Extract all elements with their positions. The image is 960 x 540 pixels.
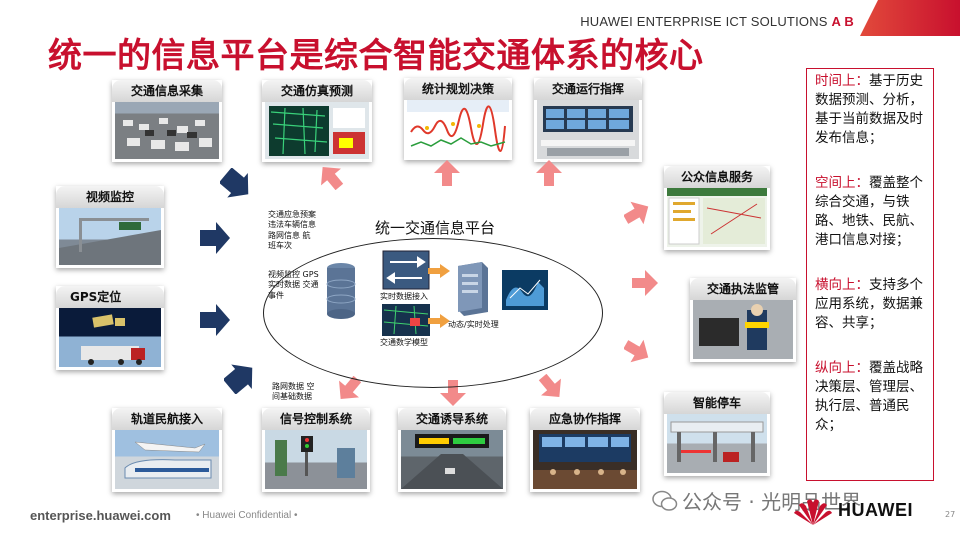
card-caption: 统计规划决策: [404, 78, 512, 100]
card-rail-aviation: 轨道民航接入: [112, 408, 222, 492]
traffic-model-icon: [382, 304, 430, 336]
card-law-enforcement: 交通执法监管: [690, 278, 796, 362]
map-visual-icon: [502, 270, 548, 310]
footer-confidential: • Huawei Confidential •: [196, 510, 298, 521]
traffic-light-image: [265, 430, 367, 489]
sidebar-item-space: 空间上：覆盖整个综合交通，与铁路、地铁、民航、港口信息对接；: [815, 175, 923, 248]
arrow-right-navy-icon: [220, 168, 249, 198]
command-center-image: [537, 100, 639, 159]
statistics-chart-image: [407, 100, 509, 157]
input-note-roadnet: 路网数据 空 间基础数据: [272, 382, 315, 402]
card-caption: 轨道民航接入: [112, 408, 222, 430]
arrow-pink-icon: [440, 380, 466, 406]
banner-text: HUAWEI ENTERPRISE ICT SOLUTIONS A B: [580, 14, 854, 29]
card-caption: 交通运行指挥: [534, 78, 642, 100]
orange-arrow-icon: [428, 264, 450, 278]
card-caption: 交通信息采集: [112, 80, 222, 102]
arrow-right-navy-icon: [224, 364, 253, 394]
platform-title: 统一交通信息平台: [375, 219, 496, 237]
card-planning: 统计规划决策: [404, 78, 512, 160]
arrow-pink-icon: [536, 160, 562, 186]
card-caption: 交通仿真预测: [262, 80, 372, 102]
simulation-map-image: [265, 102, 369, 159]
satellite-truck-image: [59, 308, 161, 367]
public-info-map-image: [667, 188, 767, 247]
arrow-pink-icon: [434, 160, 460, 186]
card-video-surveillance: 视频监控: [56, 186, 164, 268]
input-note-emergency: 交通应急预案 违法车辆信息 路网信息 航 班车次: [268, 210, 316, 251]
data-access-icon: [382, 250, 430, 290]
card-traffic-collect: 交通信息采集: [112, 80, 222, 162]
card-caption: 视频监控: [56, 186, 164, 208]
guidance-sign-image: [401, 430, 503, 489]
arrow-pink-icon: [339, 376, 362, 399]
input-note-video: 视频监控 GPS实时数据 交通事件: [268, 270, 319, 300]
card-emergency-command: 应急协作指挥: [530, 408, 640, 492]
card-caption: 智能停车: [664, 392, 770, 414]
huawei-logo-text: HUAWEI: [838, 500, 913, 520]
card-caption: 交通诱导系统: [398, 408, 506, 430]
arrow-pink-icon: [624, 201, 649, 225]
arrow-right-navy-icon: [200, 222, 230, 254]
label-data-access: 实时数据接入: [380, 292, 428, 301]
platform-ellipse: [263, 238, 603, 388]
card-traffic-simulation: 交通仿真预测: [262, 80, 372, 162]
sidebar-item-vertical: 纵向上：覆盖战略决策层、管理层、执行层、普通民众；: [815, 360, 923, 433]
label-realtime-processing: 动态/实时处理: [448, 320, 499, 329]
label-traffic-model: 交通数学模型: [380, 338, 428, 347]
card-traffic-guidance: 交通诱导系统: [398, 408, 506, 492]
card-caption: 应急协作指挥: [530, 408, 640, 430]
wechat-watermark: 公众号 · 光明品世界: [682, 490, 862, 514]
parking-gate-image: [667, 414, 767, 473]
highway-camera-image: [59, 208, 161, 265]
train-plane-image: [115, 430, 219, 489]
top-banner: HUAWEI ENTERPRISE ICT SOLUTIONS A B: [0, 0, 960, 36]
slide-title: 统一的信息平台是综合智能交通体系的核心: [48, 36, 704, 76]
banner-red-bar: [860, 0, 960, 36]
card-smart-parking: 智能停车: [664, 392, 770, 476]
card-gps: GPS定位: [56, 286, 164, 370]
orange-arrow-icon: [428, 314, 450, 328]
emergency-room-image: [533, 430, 637, 489]
traffic-jam-image: [115, 102, 219, 159]
card-operations-command: 交通运行指挥: [534, 78, 642, 162]
server-icon: [458, 262, 488, 316]
arrow-right-navy-icon: [200, 304, 230, 336]
police-enforcement-image: [693, 300, 793, 359]
database-icon: [326, 263, 356, 319]
arrow-pink-icon: [624, 339, 649, 363]
arrow-pink-icon: [321, 167, 344, 190]
footer-url: enterprise.huawei.com: [30, 508, 171, 523]
card-caption: 信号控制系统: [262, 408, 370, 430]
huawei-logo-icon: [794, 499, 832, 525]
sidebar-item-horizontal: 横向上：支持多个应用系统，数据兼容、共享；: [815, 277, 923, 331]
card-caption: 交通执法监管: [690, 278, 796, 300]
card-caption: 公众信息服务: [664, 166, 770, 188]
page-number: 27: [945, 510, 956, 519]
arrow-pink-icon: [632, 270, 658, 296]
card-caption: GPS定位: [56, 286, 164, 308]
sidebar-item-time: 时间上：基于历史数据预测、分析，基于当前数据及时发布信息；: [815, 73, 923, 146]
arrow-pink-icon: [538, 374, 561, 397]
feature-sidebar: 时间上：基于历史数据预测、分析，基于当前数据及时发布信息； 空间上：覆盖整个综合…: [806, 68, 934, 481]
wechat-icon: [652, 490, 678, 511]
card-public-info: 公众信息服务: [664, 166, 770, 250]
card-signal-control: 信号控制系统: [262, 408, 370, 492]
